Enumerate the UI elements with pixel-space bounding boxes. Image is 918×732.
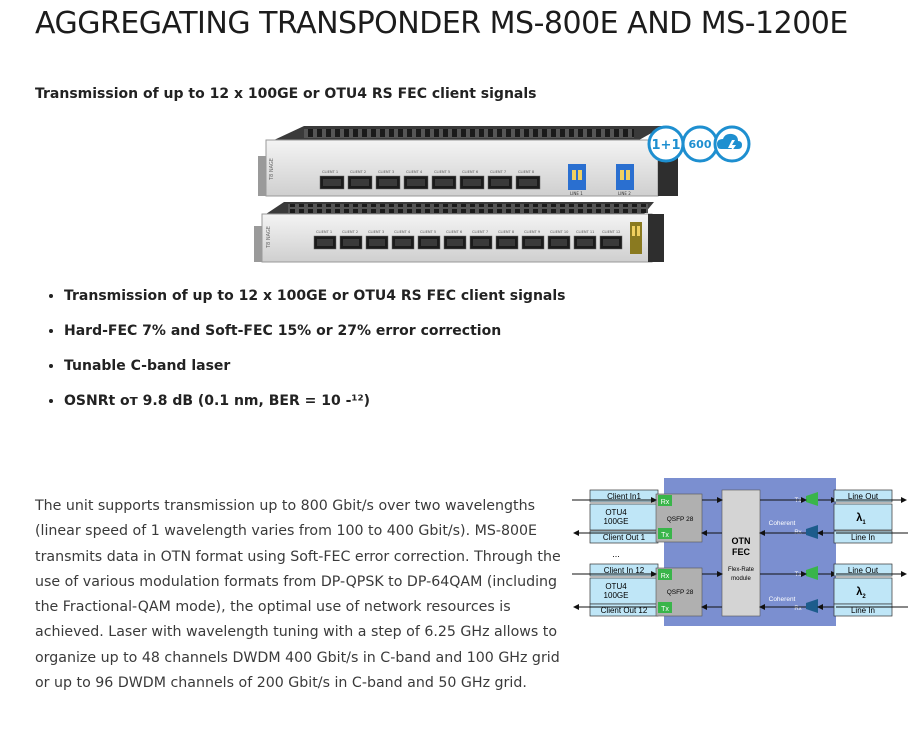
bottom-module-client-port: CLIENT 8 bbox=[495, 230, 519, 250]
bottom-module-client-port-label: CLIENT 7 bbox=[472, 230, 488, 234]
client-out-top-label: Client Out 1 bbox=[603, 533, 646, 542]
top-module-client-port-label: CLIENT 5 bbox=[434, 170, 450, 174]
bottom-module-client-port: CLIENT 7 bbox=[469, 230, 493, 250]
top-module-client-port: CLIENT 4 bbox=[403, 170, 429, 190]
module-top-brand: T8 NAGE bbox=[269, 158, 275, 181]
top-module-client-port: CLIENT 1 bbox=[319, 170, 345, 190]
rate-600-icon: 600 bbox=[681, 125, 719, 163]
tx-label-bottom: Tx bbox=[661, 606, 669, 613]
coherent-tx-top: Tx bbox=[795, 498, 802, 504]
top-module-client-port: CLIENT 3 bbox=[375, 170, 401, 190]
client-type-b-bottom: 100GE bbox=[604, 591, 629, 600]
transponder-hardware-image: T8 NAGE CLIENT 1 CLIENT 2 CLIENT 3 CLIENT 4… bbox=[254, 125, 751, 263]
feature-item: Hard-FEC 7% and Soft-FEC 15% or 27% erro… bbox=[64, 316, 565, 351]
module-top: T8 NAGE CLIENT 1 CLIENT 2 CLIENT 3 CLIENT 4… bbox=[258, 126, 678, 197]
fec-title-b: FEC bbox=[732, 547, 751, 557]
bottom-module-client-port-label: CLIENT 6 bbox=[446, 230, 463, 234]
line-port-1-label: LINE 1 bbox=[570, 191, 583, 196]
top-module-client-port: CLIENT 7 bbox=[487, 170, 513, 190]
module-bottom: T8 NAGE CLIENT 1 CLIENT 2 CLIENT 3 CLIENT 4… bbox=[254, 202, 664, 263]
top-module-client-port: CLIENT 2 bbox=[347, 170, 373, 190]
fec-title-a: OTN bbox=[732, 536, 751, 546]
top-module-client-port-label: CLIENT 6 bbox=[462, 170, 479, 174]
bottom-module-client-port-label: CLIENT 4 bbox=[394, 230, 411, 234]
bottom-module-client-port: CLIENT 3 bbox=[365, 230, 389, 250]
bottom-module-client-port-label: CLIENT 8 bbox=[498, 230, 515, 234]
top-module-client-port-label: CLIENT 2 bbox=[350, 170, 366, 174]
protection-1plus1-icon: 1+1 bbox=[647, 125, 685, 163]
feature-list: Transmission of up to 12 x 100GE or OTU4… bbox=[44, 281, 565, 421]
top-module-client-port-label: CLIENT 7 bbox=[490, 170, 506, 174]
top-module-client-port-label: CLIENT 8 bbox=[518, 170, 535, 174]
top-module-client-port: CLIENT 8 bbox=[515, 170, 541, 190]
bottom-module-client-port: CLIENT 5 bbox=[417, 230, 441, 250]
bottom-module-client-port: CLIENT 1 bbox=[313, 230, 337, 250]
line-port-2-label: LINE 2 bbox=[618, 191, 631, 196]
page-title: AGGREGATING TRANSPONDER MS-800E AND MS-1… bbox=[35, 6, 848, 41]
otn-fec-module bbox=[721, 489, 761, 617]
line-port-1: LINE 1 bbox=[568, 164, 586, 196]
bottom-module-client-port: CLIENT 2 bbox=[339, 230, 363, 250]
client-type-a-top: OTU4 bbox=[605, 508, 627, 517]
lambda-1-label: λ1 bbox=[856, 512, 866, 526]
top-module-client-port-label: CLIENT 1 bbox=[322, 170, 338, 174]
coherent-label-top: Coherent bbox=[769, 520, 796, 527]
description-paragraph: The unit supports transmission up to 800… bbox=[35, 498, 561, 692]
bottom-module-client-port-label: CLIENT 12 bbox=[602, 230, 620, 234]
bottom-module-client-port-label: CLIENT 10 bbox=[550, 230, 569, 234]
ellipsis-label: ... bbox=[612, 549, 620, 559]
client-type-a-bottom: OTU4 bbox=[605, 582, 627, 591]
rx-label-bottom: Rx bbox=[661, 573, 670, 580]
client-type-b-top: 100GE bbox=[604, 517, 629, 526]
coherent-rx-bottom: Rx bbox=[794, 606, 801, 612]
coherent-tx-bottom: Tx bbox=[795, 572, 802, 578]
line-out-top-label: Line Out bbox=[848, 492, 879, 501]
tx-label-top: Tx bbox=[661, 532, 669, 539]
fec-sub-a: Flex-Rate bbox=[728, 567, 755, 573]
line-out-bottom-label: Line Out bbox=[848, 566, 879, 575]
line-in-top-label: Line In bbox=[851, 533, 875, 542]
qsfp-label-top: QSFP 28 bbox=[667, 516, 694, 523]
line-in-bottom-label: Line In bbox=[851, 606, 875, 615]
top-module-client-port: CLIENT 6 bbox=[459, 170, 485, 190]
client-in-top-label: Client In1 bbox=[607, 492, 641, 501]
page-subtitle: Transmission of up to 12 x 100GE or OTU4… bbox=[35, 86, 537, 102]
badge-rate-label: 600 bbox=[689, 138, 712, 151]
badge-protection-label: 1+1 bbox=[652, 138, 681, 153]
top-module-client-port: CLIENT 5 bbox=[431, 170, 457, 190]
lambda-2-label: λ2 bbox=[856, 586, 866, 600]
bottom-module-client-port-label: CLIENT 3 bbox=[368, 230, 384, 234]
bottom-module-client-port-label: CLIENT 5 bbox=[420, 230, 436, 234]
cloud-lightning-icon bbox=[713, 125, 751, 163]
bottom-module-client-port: CLIENT 6 bbox=[443, 230, 467, 250]
bottom-module-client-port-label: CLIENT 9 bbox=[524, 230, 541, 234]
top-module-client-port-label: CLIENT 3 bbox=[378, 170, 394, 174]
rx-label-top: Rx bbox=[661, 499, 670, 506]
bottom-module-client-port: CLIENT 10 bbox=[547, 230, 571, 250]
line-port-2: LINE 2 bbox=[616, 164, 634, 196]
fec-sub-b: module bbox=[731, 576, 751, 582]
bottom-module-client-port: CLIENT 4 bbox=[391, 230, 415, 250]
transponder-block-diagram: Client In1 OTU4 100GE Client Out 1 Rx Tx… bbox=[572, 478, 908, 626]
client-out-bottom-label: Client Out 12 bbox=[601, 606, 648, 615]
top-module-client-port-label: CLIENT 4 bbox=[406, 170, 423, 174]
bottom-module-client-port-label: CLIENT 1 bbox=[316, 230, 332, 234]
bottom-module-client-port: CLIENT 9 bbox=[521, 230, 545, 250]
module-bottom-brand: T8 NAGE bbox=[266, 226, 272, 249]
feature-item: Tunable C-band laser bbox=[64, 351, 565, 386]
qsfp-label-bottom: QSFP 28 bbox=[667, 589, 694, 596]
bottom-module-client-port-label: CLIENT 2 bbox=[342, 230, 358, 234]
bottom-module-client-port-label: CLIENT 11 bbox=[576, 230, 594, 234]
bottom-module-client-port: CLIENT 11 bbox=[573, 230, 597, 250]
bottom-module-client-port: CLIENT 12 bbox=[599, 230, 623, 250]
feature-item: Transmission of up to 12 x 100GE or OTU4… bbox=[64, 281, 565, 316]
feature-item: OSNRt от 9.8 dB (0.1 nm, BER = 10 -¹²) bbox=[64, 386, 565, 421]
client-in-bottom-label: Client In 12 bbox=[604, 566, 645, 575]
coherent-label-bottom: Coherent bbox=[769, 596, 796, 603]
